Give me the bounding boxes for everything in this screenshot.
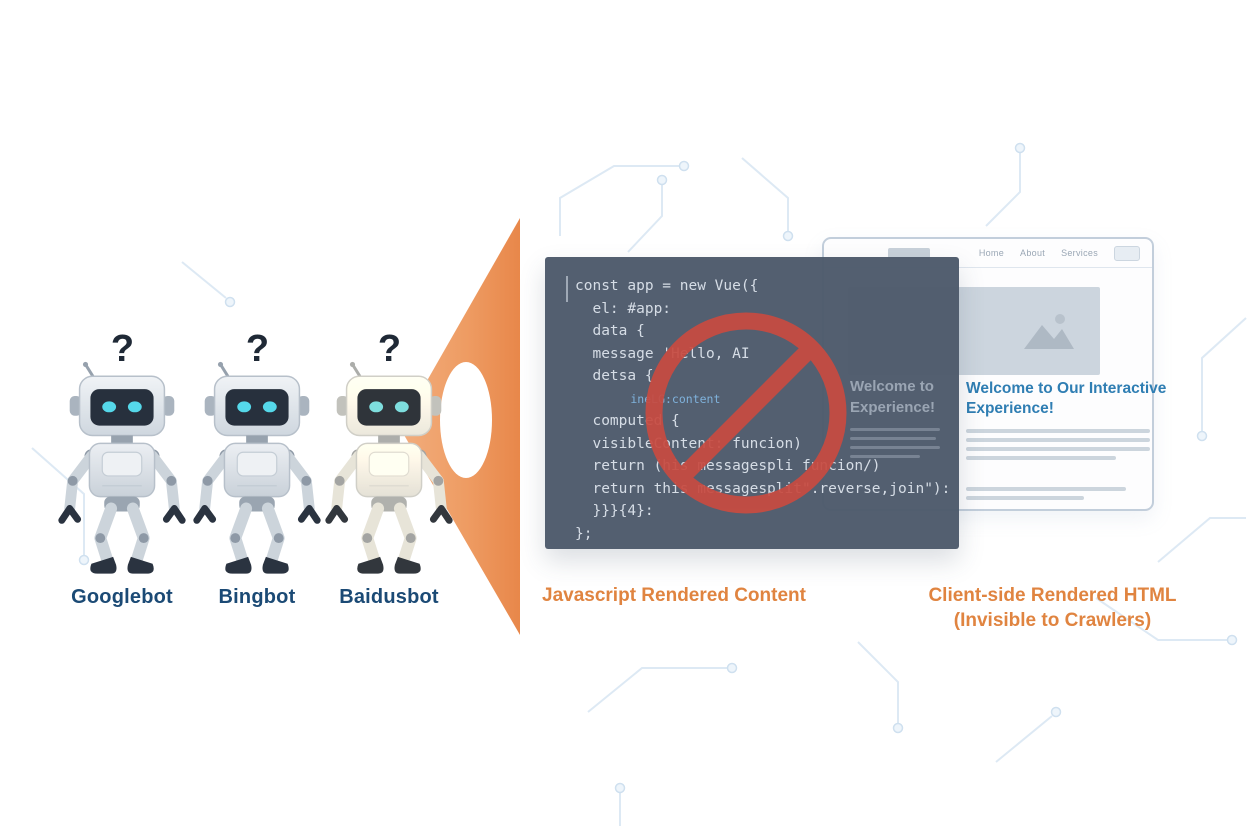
beam-cone xyxy=(400,218,520,635)
ghost-heading-line: Welcome to xyxy=(850,378,934,395)
code-line: computed { xyxy=(575,413,680,429)
robot-illustration xyxy=(48,360,196,580)
caption-js-rendered-content: Javascript Rendered Content xyxy=(542,585,806,606)
browser-nav: Home About Services xyxy=(979,239,1140,267)
robot-bingbot: ? Bingbot xyxy=(180,330,335,630)
ghost-heading: Welcome to Experience! xyxy=(850,376,962,458)
cone-hole xyxy=(440,362,492,478)
browser-topbar: Home About Services xyxy=(824,239,1152,268)
nav-item-services: Services xyxy=(1061,248,1098,258)
paragraph-placeholder xyxy=(966,487,1126,505)
question-mark-icon: ? xyxy=(110,328,135,370)
nav-item-home: Home xyxy=(978,248,1005,258)
robot-googlebot: ? Googlebot xyxy=(45,330,200,630)
code-line: }}}{4}: xyxy=(575,503,654,519)
browser-logo-placeholder xyxy=(888,248,930,259)
bot-label-googlebot: Googlebot xyxy=(71,586,173,608)
caption-client-side-rendered: Client-side Rendered HTML (Invisible to … xyxy=(860,583,1245,633)
robot-baidusbot: ? Baidusbot xyxy=(312,330,467,630)
paragraph-placeholder xyxy=(966,429,1150,465)
code-line: data { xyxy=(575,323,645,339)
bot-label-baidusbot: Baidusbot xyxy=(339,586,439,608)
indent-guide xyxy=(566,276,568,302)
prohibition-icon xyxy=(645,312,847,514)
image-photo-icon xyxy=(1024,314,1074,349)
code-line: detsa { xyxy=(575,368,654,384)
caption-line-1: Client-side Rendered HTML xyxy=(928,585,1177,606)
code-line: }; xyxy=(575,525,593,542)
robot-illustration xyxy=(183,360,331,580)
robot-illustration xyxy=(315,360,463,580)
nav-button-placeholder xyxy=(1114,245,1140,261)
nav-item-about: About xyxy=(1020,248,1046,258)
browser-heading: Welcome to Our Interactive Experience! xyxy=(966,380,1167,417)
question-mark-icon: ? xyxy=(377,328,402,370)
ghost-heading-line: Experience! xyxy=(850,399,936,416)
code-line: el: #app: xyxy=(575,300,672,317)
code-line: const app = new Vue({ xyxy=(575,278,759,294)
bot-label-bingbot: Bingbot xyxy=(218,586,296,608)
question-mark-icon: ? xyxy=(245,328,270,370)
caption-line-2: (Invisible to Crawlers) xyxy=(953,610,1152,631)
